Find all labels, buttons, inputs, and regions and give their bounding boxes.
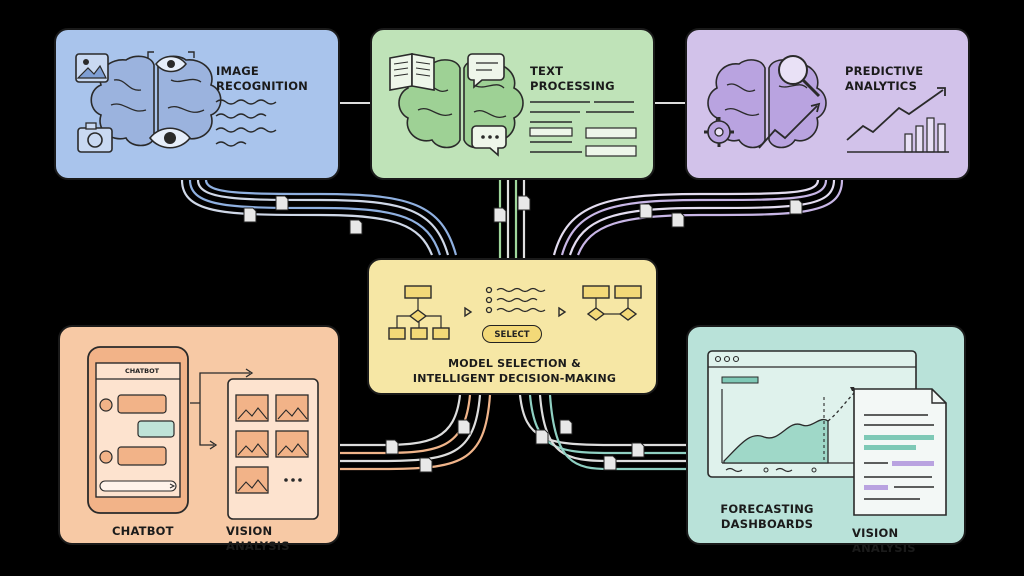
- chatbot-label: CHATBOT: [112, 524, 174, 538]
- forecasting-dashboards-label: FORECASTING DASHBOARDS: [720, 502, 814, 531]
- document-icon: [853, 388, 947, 516]
- speech-bubble-icon: [467, 53, 507, 157]
- chatbot-vision-card: CHATBOT VISION ANALYSIS: [58, 325, 340, 553]
- text-lines: [529, 101, 637, 157]
- phone-title: CHATBOT: [124, 367, 160, 375]
- predictive-analytics-title: PREDICTIVE ANALYTICS: [845, 64, 924, 93]
- image-icon: [75, 53, 109, 83]
- document-icon: [243, 195, 803, 473]
- predictive-analytics-card: PREDICTIVE ANALYTICS: [685, 28, 970, 180]
- gear-icon: [704, 117, 734, 147]
- image-grid-icon: [190, 368, 319, 520]
- model-selection-card: MODEL SELECTION & INTELLIGENT DECISION-M…: [367, 258, 658, 395]
- text-processing-title: TEXT PROCESSING: [530, 64, 615, 93]
- camera-icon: [77, 122, 113, 153]
- wire-bundle-image-recognition: [180, 179, 458, 256]
- forecasting-vision-card: FORECASTING DASHBOARDS VISION ANALYSIS: [686, 325, 966, 555]
- image-recognition-title: IMAGE RECOGNITION: [216, 64, 308, 93]
- text-processing-card: TEXT PROCESSING: [370, 28, 655, 180]
- wave-lines: [215, 99, 277, 147]
- wire-bundle-predictive-analytics: [552, 179, 844, 256]
- select-button[interactable]: SELECT: [482, 325, 542, 343]
- phone-icon: [87, 346, 189, 514]
- trend-chart-icon: [758, 87, 949, 153]
- model-selection-title: MODEL SELECTION & INTELLIGENT DECISION-M…: [412, 357, 617, 385]
- magnifier-icon: [778, 55, 821, 98]
- vision-analysis-label-left: VISION ANALYSIS: [226, 524, 290, 553]
- vision-analysis-label-right: VISION ANALYSIS: [852, 526, 916, 555]
- book-icon: [389, 53, 435, 91]
- eye-icon: [147, 51, 195, 149]
- brain-icon: [707, 59, 827, 149]
- flowchart-icon: [388, 285, 642, 340]
- image-recognition-card: IMAGE RECOGNITION: [54, 28, 340, 180]
